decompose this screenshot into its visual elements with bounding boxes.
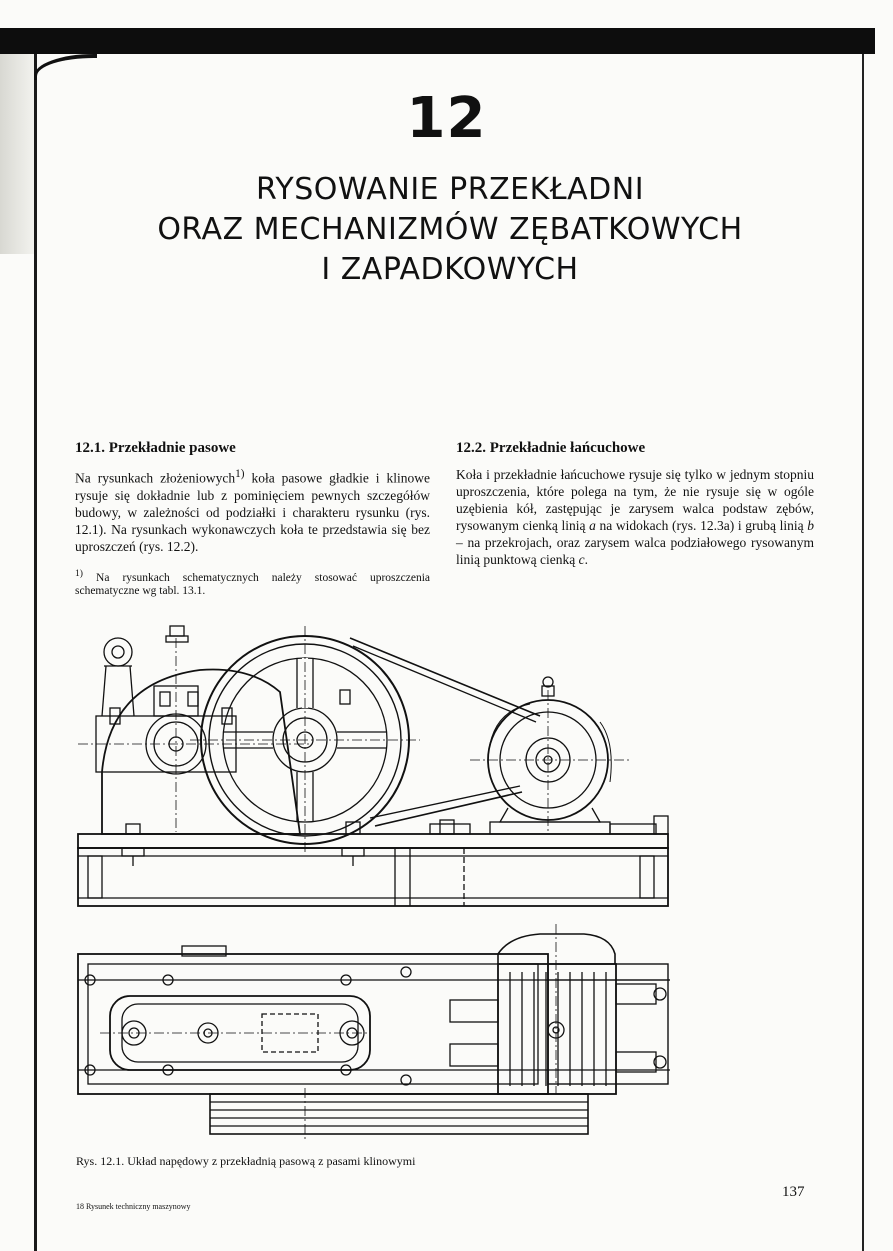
section-paragraph: Na rysunkach złożeniowych1) koła pasowe … [75, 468, 430, 554]
belt-drive-drawing [77, 625, 670, 1142]
section-paragraph: Koła i przekładnie łańcuchowe rysuje się… [456, 467, 814, 567]
section-chain-drives: 12.2. Przekładnie łańcuchowe Koła i prze… [456, 440, 814, 568]
section-heading: 12.1. Przekładnie pasowe [75, 440, 236, 456]
top-band [0, 28, 875, 54]
section-heading: 12.2. Przekładnie łańcuchowe [456, 440, 646, 456]
chapter-title-line-3: I ZAPADKOWYCH [321, 252, 579, 287]
figure-drive-assembly [70, 612, 675, 1147]
footnote-ref: 1) [235, 468, 245, 480]
footnote: 1) Na rysunkach schematycznych należy st… [75, 567, 430, 598]
footnote-mark: 1) [75, 567, 83, 579]
chapter-title-line-1: RYSOWANIE PRZEKŁADNI [255, 172, 645, 207]
page-number: 137 [782, 1184, 805, 1200]
chapter-title: RYSOWANIE PRZEKŁADNI ORAZ MECHANIZMÓW ZĘ… [40, 170, 860, 290]
chapter-number: 12 [406, 86, 487, 151]
figure-caption: Rys. 12.1. Układ napędowy z przekładnią … [76, 1154, 416, 1168]
book-spine-line [34, 54, 37, 1251]
running-footer: 18 Rysunek techniczny maszynowy [76, 1202, 191, 1211]
page-right-edge [862, 54, 864, 1251]
book-spine-corner [34, 54, 97, 80]
top-view [77, 924, 670, 1142]
page-edge-shadow [0, 54, 36, 254]
chapter-title-line-2: ORAZ MECHANIZMÓW ZĘBATKOWYCH [157, 212, 743, 247]
section-belt-drives: 12.1. Przekładnie pasowe Na rysunkach zł… [75, 440, 430, 598]
front-view [77, 625, 669, 907]
